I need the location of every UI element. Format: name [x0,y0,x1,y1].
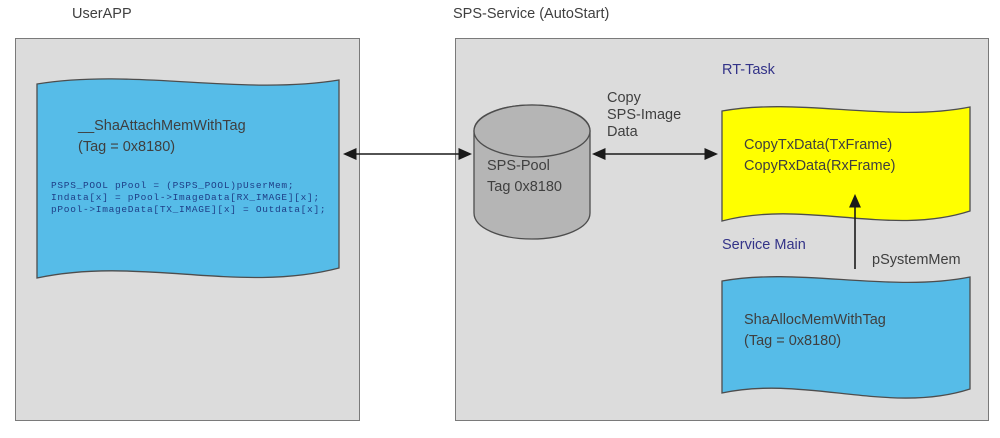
rt-task-label: RT-Task [722,62,775,78]
copy-label-line1: Copy [607,90,641,106]
alloc-mem-title-line2: (Tag = 0x8180) [744,333,842,349]
code-line-2: Indata[x] = pPool->ImageData[RX_IMAGE][x… [51,192,320,203]
user-app-title: UserAPP [72,6,132,22]
service-main-label: Service Main [722,237,806,253]
attach-mem-title-line2: (Tag = 0x8180) [78,139,176,155]
alloc-mem-title: ShaAllocMemWithTag (Tag = 0x8180) [744,310,886,352]
alloc-mem-wave-path [721,276,971,399]
rt-task-wave-path [721,106,971,222]
attach-mem-title: __ShaAttachMemWithTag (Tag = 0x8180) [78,116,246,158]
attach-mem-wave-shape [36,78,340,279]
alloc-mem-wave-shape [721,276,971,399]
attach-mem-title-line1: __ShaAttachMemWithTag [78,118,246,134]
copy-label-line2: SPS-Image [607,107,682,123]
rt-task-call-line1: CopyTxData(TxFrame) [744,137,893,153]
attach-mem-code: PSPS_POOL pPool = (PSPS_POOL)pUserMem; I… [51,180,326,216]
alloc-mem-title-line1: ShaAllocMemWithTag [744,312,886,328]
sps-pool-cylinder [473,104,591,240]
rt-task-call-line2: CopyRxData(RxFrame) [744,158,896,174]
rt-task-wave-shape [721,106,971,222]
copy-label-line3: Data [607,124,638,140]
code-line-3: pPool->ImageData[TX_IMAGE][x] = Outdata[… [51,204,327,215]
cylinder-top-rim [473,104,591,158]
sps-pool-label-line1: SPS-Pool [487,158,550,174]
sps-pool-label-line2: Tag 0x8180 [487,179,562,195]
rt-task-calls: CopyTxData(TxFrame) CopyRxData(RxFrame) [744,135,895,177]
attach-mem-wave-path [36,78,340,279]
code-line-1: PSPS_POOL pPool = (PSPS_POOL)pUserMem; [51,180,295,191]
psystemmem-label: pSystemMem [872,252,961,268]
sps-pool-label: SPS-Pool Tag 0x8180 [487,156,562,198]
copy-sps-image-label: Copy SPS-Image Data [607,90,681,141]
sps-service-title: SPS-Service (AutoStart) [453,6,610,22]
